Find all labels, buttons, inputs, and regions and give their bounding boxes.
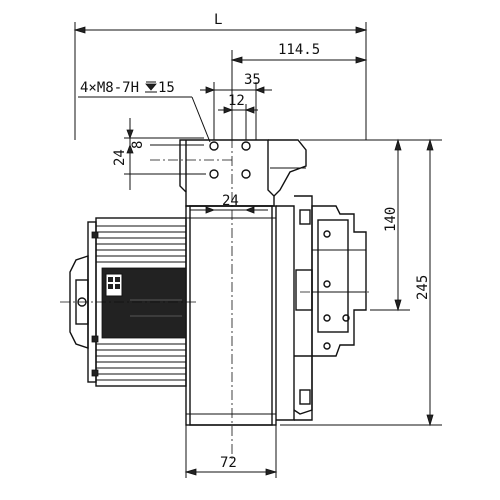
dimension-245: 245	[280, 138, 442, 427]
depth-symbol-icon	[145, 81, 157, 93]
centerlines	[60, 120, 372, 460]
thread-spec-label: 4×M8-7H	[80, 80, 139, 96]
dimension-35: 35	[200, 72, 272, 140]
gearbox	[276, 195, 367, 421]
electric-motor	[87, 217, 187, 387]
wheel-housing	[185, 205, 277, 426]
dimension-vertical-8: 8	[124, 118, 204, 190]
dimension-12: 12	[218, 93, 258, 140]
dimension-overall-width: L	[73, 12, 368, 140]
dimension-label-114-5: 114.5	[278, 42, 320, 58]
bolt-holes	[209, 141, 251, 179]
dimension-label-12: 12	[228, 93, 245, 109]
dimension-label-72: 72	[220, 455, 237, 471]
dimension-label-24-vertical: 24	[112, 149, 128, 166]
bolt-hole-icon	[241, 141, 251, 151]
bolt-hole-icon	[209, 169, 219, 179]
dimension-label-L: L	[214, 12, 222, 28]
dimension-114-5: 114.5	[230, 42, 368, 140]
bolt-hole-icon	[241, 169, 251, 179]
dimension-label-35: 35	[244, 72, 261, 88]
thread-depth-label: 15	[158, 80, 175, 96]
dimension-label-8: 8	[130, 141, 146, 149]
dimension-72: 72	[184, 425, 278, 478]
bolt-hole-icon	[209, 141, 219, 151]
dimension-label-245: 245	[415, 275, 431, 300]
motor-cooling-fins	[96, 225, 186, 381]
dimension-horizontal-24: 24	[190, 193, 268, 214]
dimension-140: 140	[300, 138, 410, 312]
dimension-label-140: 140	[383, 207, 399, 232]
dimension-label-24-horizontal: 24	[222, 193, 239, 209]
mounting-plate	[179, 139, 307, 207]
thread-callout: 4×M8-7H 15	[78, 80, 211, 143]
dimension-vertical-24: 24	[112, 149, 206, 175]
